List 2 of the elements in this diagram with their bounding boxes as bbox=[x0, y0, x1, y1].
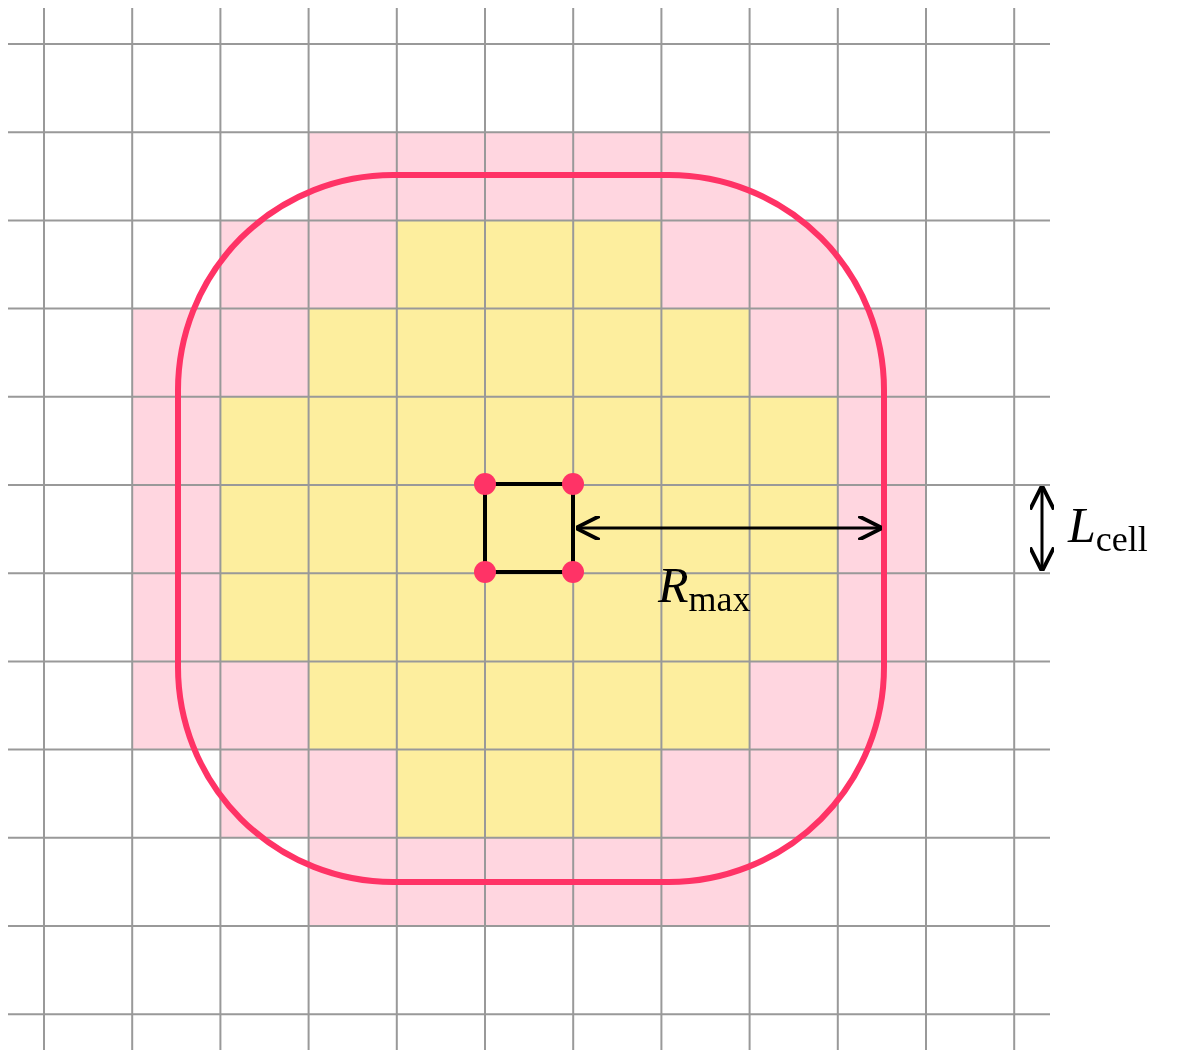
math-label: L$_{cell}$ bbox=[1068, 500, 1148, 557]
math-label: R$_{max}$ bbox=[658, 560, 751, 617]
